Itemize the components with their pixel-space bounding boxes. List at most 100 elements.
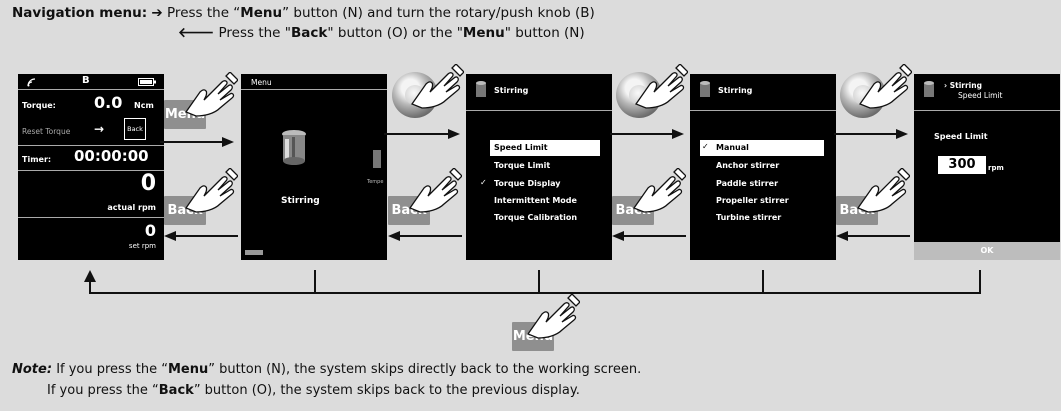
menu-item-manual[interactable]: Manual (700, 140, 824, 156)
menu-item-torque-calibration[interactable]: Torque Calibration (494, 213, 578, 222)
battery-icon (138, 78, 156, 86)
torque-value: 0.0 (94, 93, 123, 112)
header-line-2: 🡐 Press the "Back" button (O) or the "Me… (178, 25, 585, 41)
pointing-hand-icon (856, 168, 910, 213)
note-text: If you press the “ (47, 383, 159, 398)
header-text: ” button (N) and turn the rotary/push kn… (282, 5, 595, 21)
header-key: Menu (240, 5, 283, 21)
divider (18, 89, 164, 90)
reset-arrow: → (94, 122, 105, 136)
pointing-hand-icon (632, 168, 686, 213)
header-key: Back (290, 25, 328, 41)
note-key: Menu (167, 362, 209, 377)
back-arrowhead (164, 231, 176, 241)
note-text: If you press the “ (56, 362, 168, 377)
divider (690, 110, 836, 111)
return-path-line (314, 270, 316, 294)
divider (18, 145, 164, 146)
menu-item-torque-display[interactable]: Torque Display (494, 179, 561, 188)
menu-item-torque-limit[interactable]: Torque Limit (494, 161, 551, 170)
header-title: Navigation menu: (12, 5, 148, 21)
left-arrow-glyph: 🡐 (178, 25, 215, 41)
pointing-hand-icon (408, 168, 462, 213)
speed-limit-unit: rpm (988, 164, 1004, 172)
torque-unit: Ncm (134, 101, 154, 110)
header-line-1: Navigation menu: ➔ Press the “Menu” butt… (12, 5, 595, 21)
stirring-vessel-icon (924, 81, 934, 97)
timer-label: Timer: (22, 155, 52, 164)
divider (466, 110, 612, 111)
set-rpm-label: set rpm (128, 242, 156, 250)
right-arrow-glyph: ➔ (151, 5, 163, 21)
forward-arrowhead (222, 137, 234, 147)
note-line-1: Note: If you press the “Menu” button (N)… (12, 362, 641, 377)
back-arrowhead (388, 231, 400, 241)
actual-rpm-label: actual rpm (107, 203, 156, 212)
divider (914, 110, 1060, 111)
reset-torque-label: Reset Torque (22, 127, 71, 136)
speed-limit-heading: Speed Limit (934, 132, 988, 141)
status-letter: B (82, 75, 90, 86)
back-arrow (176, 235, 238, 237)
menu-item-anchor-stirrer[interactable]: Anchor stirrer (716, 161, 780, 170)
menu-title: Menu (251, 78, 272, 87)
note-text: ” button (N), the system skips directly … (208, 362, 642, 377)
stirring-vessel-icon (373, 150, 381, 168)
header-key: Menu (462, 25, 505, 41)
breadcrumb-parent: › Stirring (944, 81, 982, 90)
header-text: Press the “ (167, 5, 241, 21)
divider (18, 217, 164, 218)
return-arrowhead (84, 270, 96, 282)
pointing-hand-icon (634, 64, 688, 109)
wireless-icon (27, 78, 36, 87)
pointing-hand-icon (184, 72, 238, 117)
menu-item-paddle-stirrer[interactable]: Paddle stirrer (716, 179, 779, 188)
return-path-line (979, 270, 981, 294)
note-text: ” button (O), the system skips back to t… (193, 383, 580, 398)
check-icon: ✓ (702, 142, 709, 151)
note-line-2: If you press the “Back” button (O), the … (47, 383, 580, 398)
pointing-hand-icon (184, 168, 238, 213)
header-text: " button (O) or the " (327, 25, 463, 41)
forward-arrowhead (672, 129, 684, 139)
rotary-knob-icon[interactable] (616, 72, 662, 118)
return-path-line (89, 280, 91, 294)
return-path-line (90, 292, 981, 294)
menu-item-stirring[interactable]: Stirring (281, 196, 320, 206)
stirring-title: Stirring (718, 86, 753, 95)
menu-item-propeller-stirrer[interactable]: Propeller stirrer (716, 196, 789, 205)
forward-arrow (160, 141, 222, 143)
divider (18, 170, 164, 171)
stirring-title: Stirring (494, 86, 529, 95)
menu-item-intermittent-mode[interactable]: Intermittent Mode (494, 196, 577, 205)
return-path-line (538, 270, 540, 294)
menu-item-turbine-stirrer[interactable]: Turbine stirrer (716, 213, 782, 222)
stirring-vessel-icon (282, 130, 306, 165)
actual-rpm-value: 0 (140, 171, 156, 196)
back-arrowhead (836, 231, 848, 241)
breadcrumb-current: Speed Limit (958, 91, 1003, 100)
check-icon: ✓ (480, 178, 487, 187)
stirrer-type-screen: Stirring ✓ Manual Anchor stirrer Paddle … (690, 74, 836, 260)
pointing-hand-icon (526, 294, 580, 339)
back-arrow (624, 235, 686, 237)
speed-limit-screen: › Stirring Speed Limit Speed Limit 300 r… (914, 74, 1060, 260)
forward-arrow (610, 133, 672, 135)
return-path-line (762, 270, 764, 294)
note-key: Back (158, 383, 194, 398)
back-arrow (400, 235, 462, 237)
screen-back-button[interactable]: Back (124, 118, 146, 140)
menu-item-speed-limit[interactable]: Speed Limit (490, 140, 600, 156)
forward-arrow (384, 133, 448, 135)
header-text: Press the " (218, 25, 291, 41)
header-text: " button (N) (504, 25, 585, 41)
forward-arrow (834, 133, 896, 135)
stirring-screen: Stirring Speed Limit Torque Limit ✓ Torq… (466, 74, 612, 260)
note-label: Note: (12, 362, 53, 377)
ok-button[interactable]: OK (914, 242, 1060, 260)
divider (241, 89, 387, 90)
speed-limit-value[interactable]: 300 (938, 156, 986, 174)
stirring-vessel-icon (476, 81, 486, 97)
torque-label: Torque: (22, 101, 56, 110)
